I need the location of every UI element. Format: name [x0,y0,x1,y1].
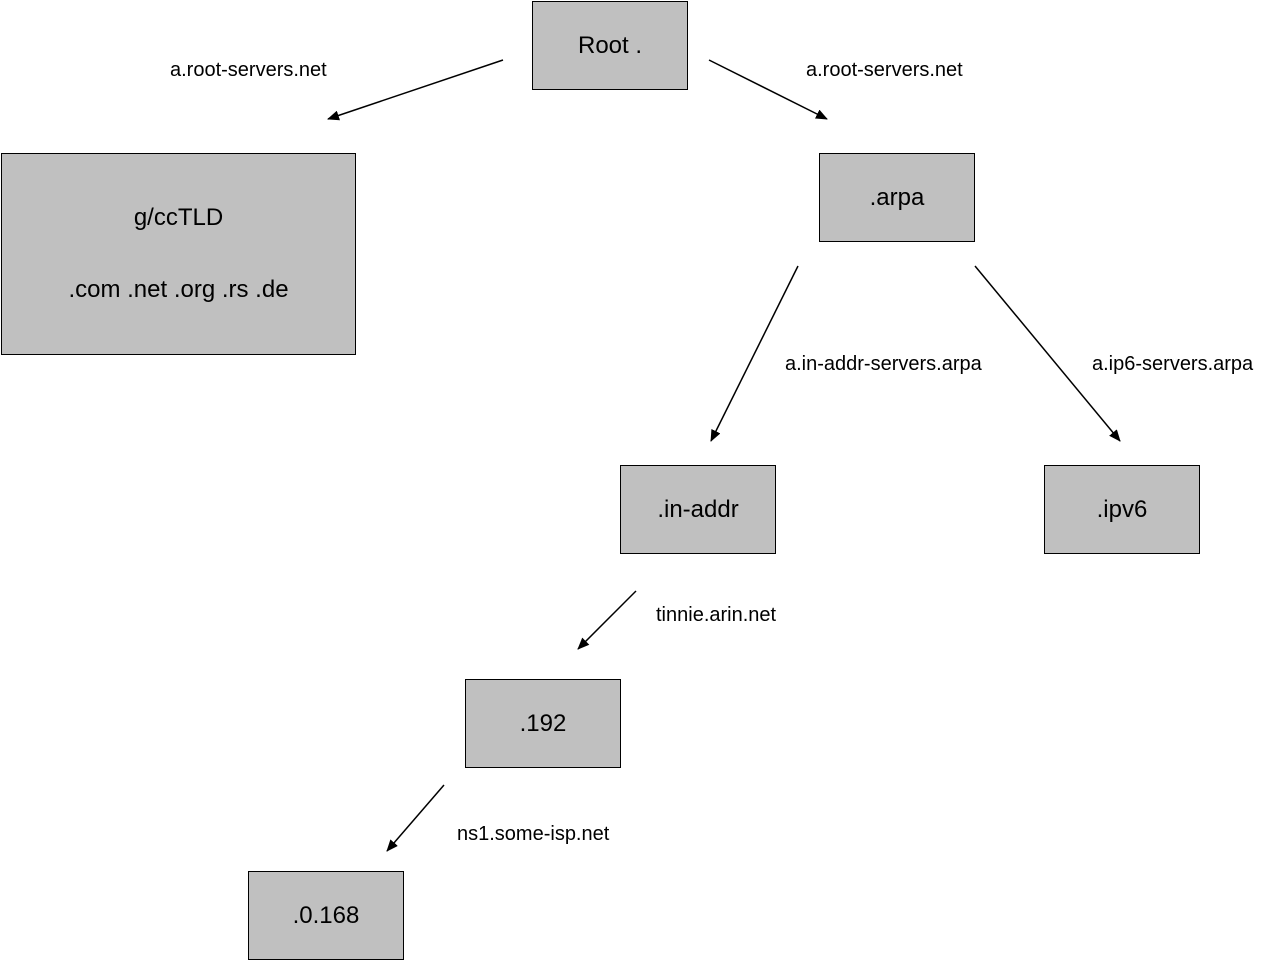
edge-label-root-to-gcctld: a.root-servers.net [170,59,327,81]
gcctld-examples: .com .net .org .rs .de [68,276,289,303]
node-0168-label: .0.168 [292,901,360,929]
arrow-arpa-to-in-addr [710,265,799,442]
edge-label-arpa-to-in-addr: a.in-addr-servers.arpa [785,353,982,375]
root-node-label: Root . [577,31,643,59]
ipv6-node: .ipv6 [1044,465,1200,554]
edge-label-arpa-to-ipv6: a.ip6-servers.arpa [1092,353,1254,375]
edge-label-in-addr-to-192: tinnie.arin.net [656,604,777,626]
arrow-in-addr-to-192 [577,590,637,650]
node-192-label: .192 [519,709,567,737]
arrow-192-to-0168 [386,784,445,852]
arrow-arpa-to-ipv6 [974,265,1121,442]
node-0168: .0.168 [248,871,404,960]
arrow-root-to-gcctld [327,59,504,121]
gcctld-title: g/ccTLD [133,204,224,231]
in-addr-node-label: .in-addr [657,495,739,523]
arpa-node-label: .arpa [869,183,925,211]
arrow-root-to-arpa [708,59,828,120]
edge-label-192-to-0168: ns1.some-isp.net [457,823,610,845]
node-192: .192 [465,679,621,768]
ipv6-node-label: .ipv6 [1096,495,1148,523]
edge-label-root-to-arpa: a.root-servers.net [806,59,963,81]
root-node: Root . [532,1,688,90]
gcctld-node: g/ccTLD .com .net .org .rs .de [1,153,356,355]
in-addr-node: .in-addr [620,465,776,554]
arpa-node: .arpa [819,153,975,242]
